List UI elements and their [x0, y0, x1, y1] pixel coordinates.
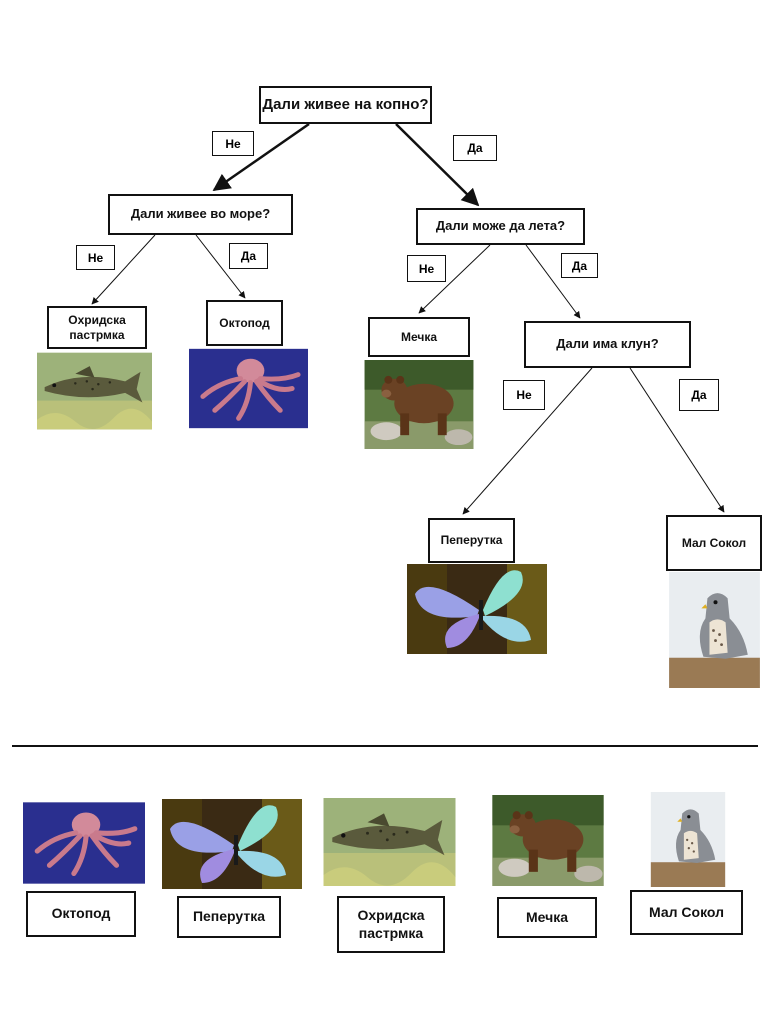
trout-image: [37, 351, 152, 431]
card-falcon-label: Мал Сокол: [630, 890, 743, 935]
edge-sea-no: [91, 234, 156, 305]
bear-image: [364, 360, 474, 449]
leaf-octopus: Октопод: [206, 300, 283, 346]
edge-root-yes: [395, 123, 480, 207]
card-octopus-image: [23, 797, 145, 889]
octopus-image: [189, 348, 308, 429]
leaf-butterfly: Пеперутка: [428, 518, 515, 563]
edge-label-yes: Да: [453, 135, 497, 161]
card-butterfly-label: Пеперутка: [177, 896, 281, 938]
edge-label-no: Не: [212, 131, 254, 156]
card-octopus-label: Октопод: [26, 891, 136, 937]
edge-label-yes: Да: [561, 253, 598, 278]
card-bear-label: Мечка: [497, 897, 597, 938]
butterfly-image: [407, 564, 547, 654]
falcon-image: [668, 572, 761, 688]
section-divider: [12, 745, 758, 747]
question-lives-in-sea: Дали живее во море?: [108, 194, 293, 235]
edge-fly-no: [418, 244, 491, 314]
leaf-falcon: Мал Сокол: [666, 515, 762, 571]
edge-label-no: Не: [407, 255, 446, 282]
card-trout-image: [318, 798, 461, 886]
edge-fly-yes: [525, 244, 581, 319]
leaf-trout: Охридска пастрмка: [47, 306, 147, 349]
card-butterfly-image: [162, 799, 302, 889]
edge-label-no: Не: [76, 245, 115, 270]
question-can-fly: Дали може да лета?: [416, 208, 585, 245]
edge-sea-yes: [195, 234, 246, 299]
card-falcon-image: [635, 792, 741, 887]
leaf-bear: Мечка: [368, 317, 470, 357]
edge-label-no: Не: [503, 380, 545, 410]
edge-label-yes: Да: [679, 379, 719, 411]
question-root: Дали живее на копно?: [259, 86, 432, 124]
edge-label-yes: Да: [229, 243, 268, 269]
edge-beak-no: [462, 367, 593, 515]
edge-beak-yes: [629, 367, 725, 513]
card-trout-label: Охридска пастрмка: [337, 896, 445, 953]
card-bear-image: [480, 795, 616, 886]
question-has-beak: Дали има клун?: [524, 321, 691, 368]
edge-root-no: [212, 122, 310, 192]
